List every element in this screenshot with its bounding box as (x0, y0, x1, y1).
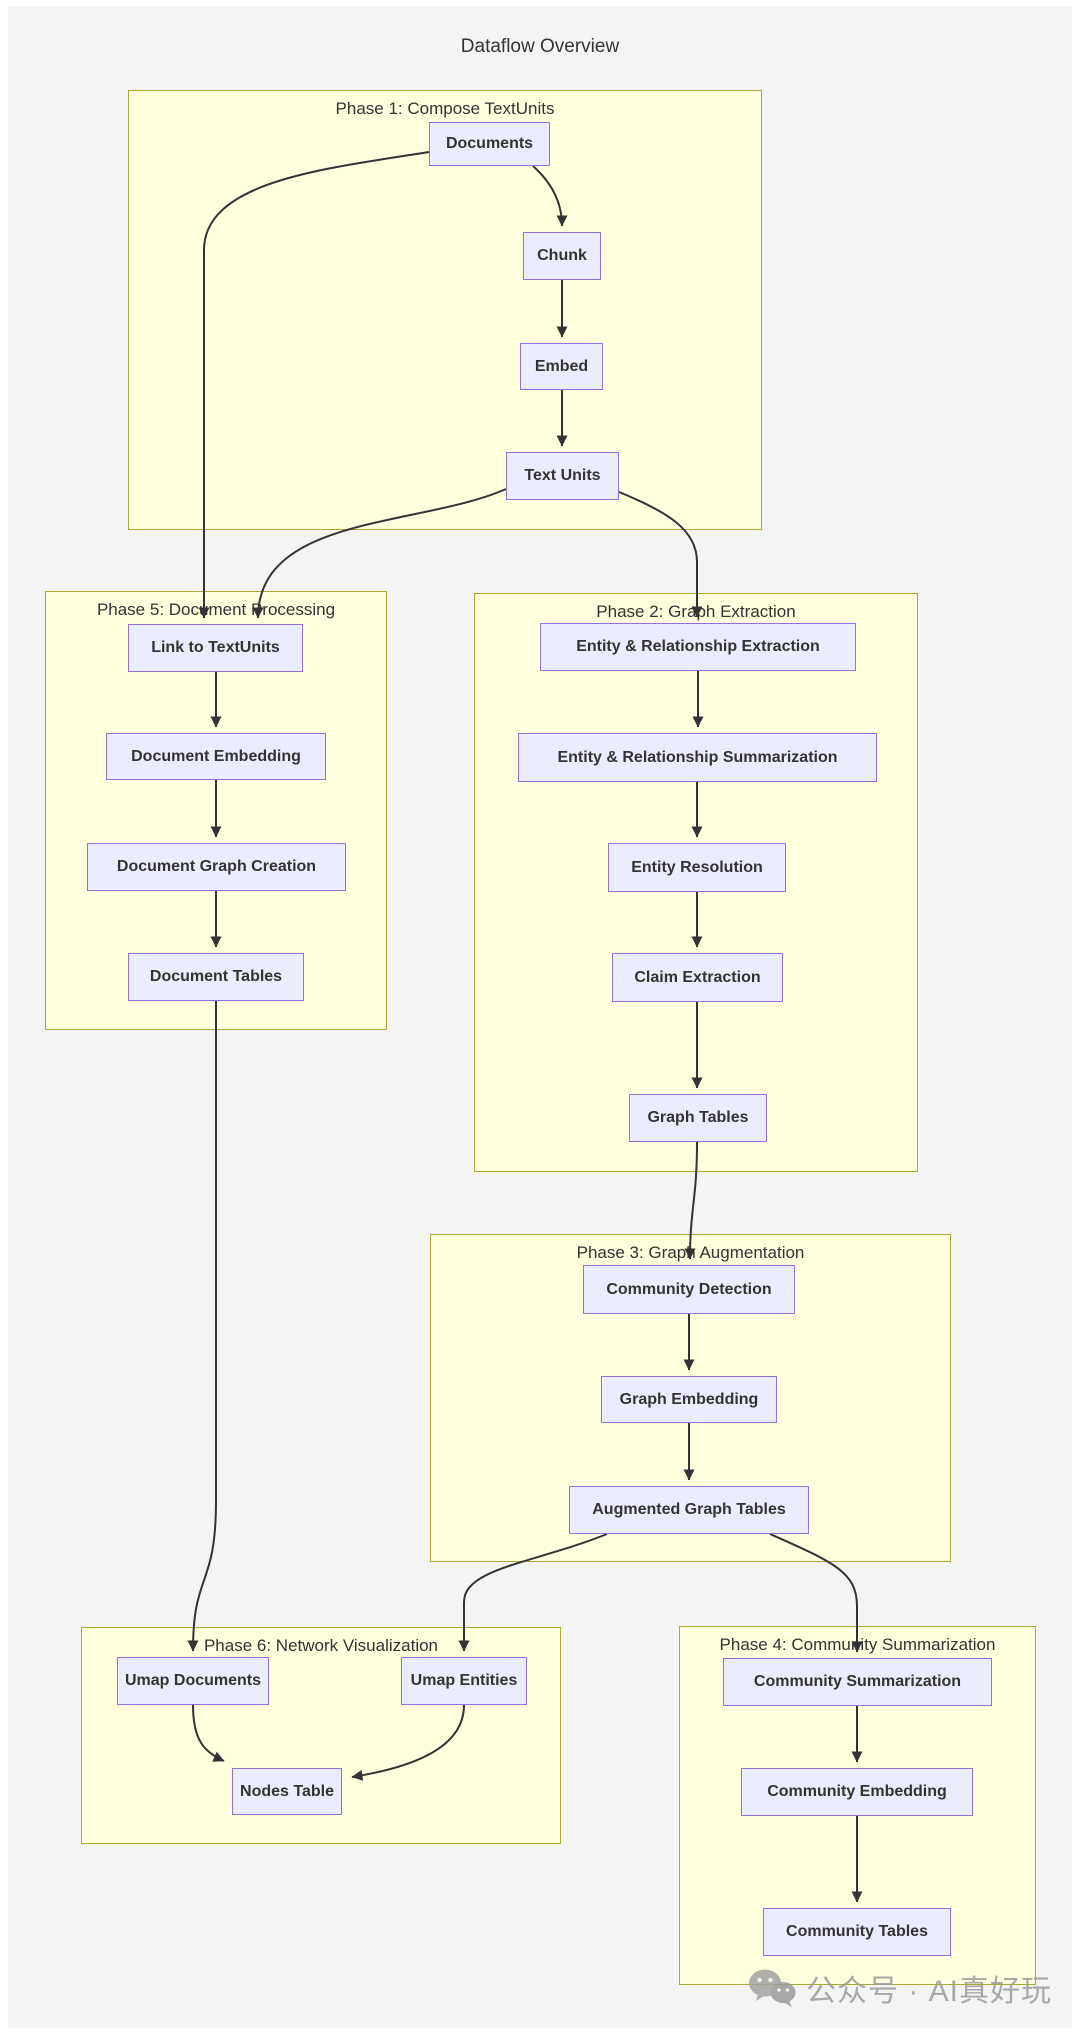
watermark-text: 公众号 · AI真好玩 (806, 1975, 1053, 2008)
node-graph-embedding: Graph Embedding (601, 1376, 777, 1423)
edge-graphtables-communitydetection (684, 1141, 698, 1260)
edge-agt-umapentities (458, 1533, 608, 1652)
cluster-phase1-title: Phase 1: Compose TextUnits (335, 99, 555, 118)
node-entity-relationship-summarization: Entity & Relationship Summarization (518, 733, 877, 782)
node-graph-tables: Graph Tables (629, 1094, 767, 1142)
edge-agt-communitysummarization (769, 1533, 863, 1653)
node-entity-relationship-extraction: Entity & Relationship Extraction (540, 623, 856, 671)
edge-documents-linktotextunits (198, 151, 430, 619)
node-text-units: Text Units (506, 452, 619, 500)
edge-documents-chunk (532, 165, 568, 227)
node-entity-resolution: Entity Resolution (608, 843, 786, 892)
diagram-title: Dataflow Overview (460, 36, 620, 57)
cluster-phase5-title: Phase 5: Document Processing (96, 600, 336, 619)
node-document-tables: Document Tables (128, 953, 304, 1001)
wechat-icon (749, 1969, 796, 2007)
edge-doctables-umapdocuments (187, 1001, 217, 1652)
edge-umapentities-nodestable (351, 1704, 465, 1781)
node-community-embedding: Community Embedding (741, 1768, 973, 1816)
watermark: 公众号 · AI真好玩 (748, 1966, 1052, 2010)
node-community-detection: Community Detection (583, 1265, 795, 1314)
node-chunk: Chunk (523, 232, 601, 280)
edge-textunits-ere (618, 491, 703, 618)
node-documents: Documents (429, 122, 550, 166)
node-document-embedding: Document Embedding (106, 733, 326, 780)
node-claim-extraction: Claim Extraction (612, 953, 783, 1002)
node-community-tables: Community Tables (763, 1908, 951, 1956)
edge-textunits-linktotextunits (252, 488, 507, 619)
node-nodes-table: Nodes Table (232, 1768, 342, 1815)
node-umap-entities: Umap Entities (401, 1657, 527, 1705)
edge-umapdocuments-nodestable (192, 1704, 225, 1762)
cluster-phase6-title: Phase 6: Network Visualization (203, 1636, 439, 1655)
node-community-summarization: Community Summarization (723, 1658, 992, 1706)
node-embed: Embed (520, 343, 603, 390)
node-augmented-graph-tables: Augmented Graph Tables (569, 1486, 809, 1534)
node-umap-documents: Umap Documents (117, 1657, 269, 1705)
node-link-to-textunits: Link to TextUnits (128, 624, 303, 672)
node-document-graph-creation: Document Graph Creation (87, 843, 346, 891)
